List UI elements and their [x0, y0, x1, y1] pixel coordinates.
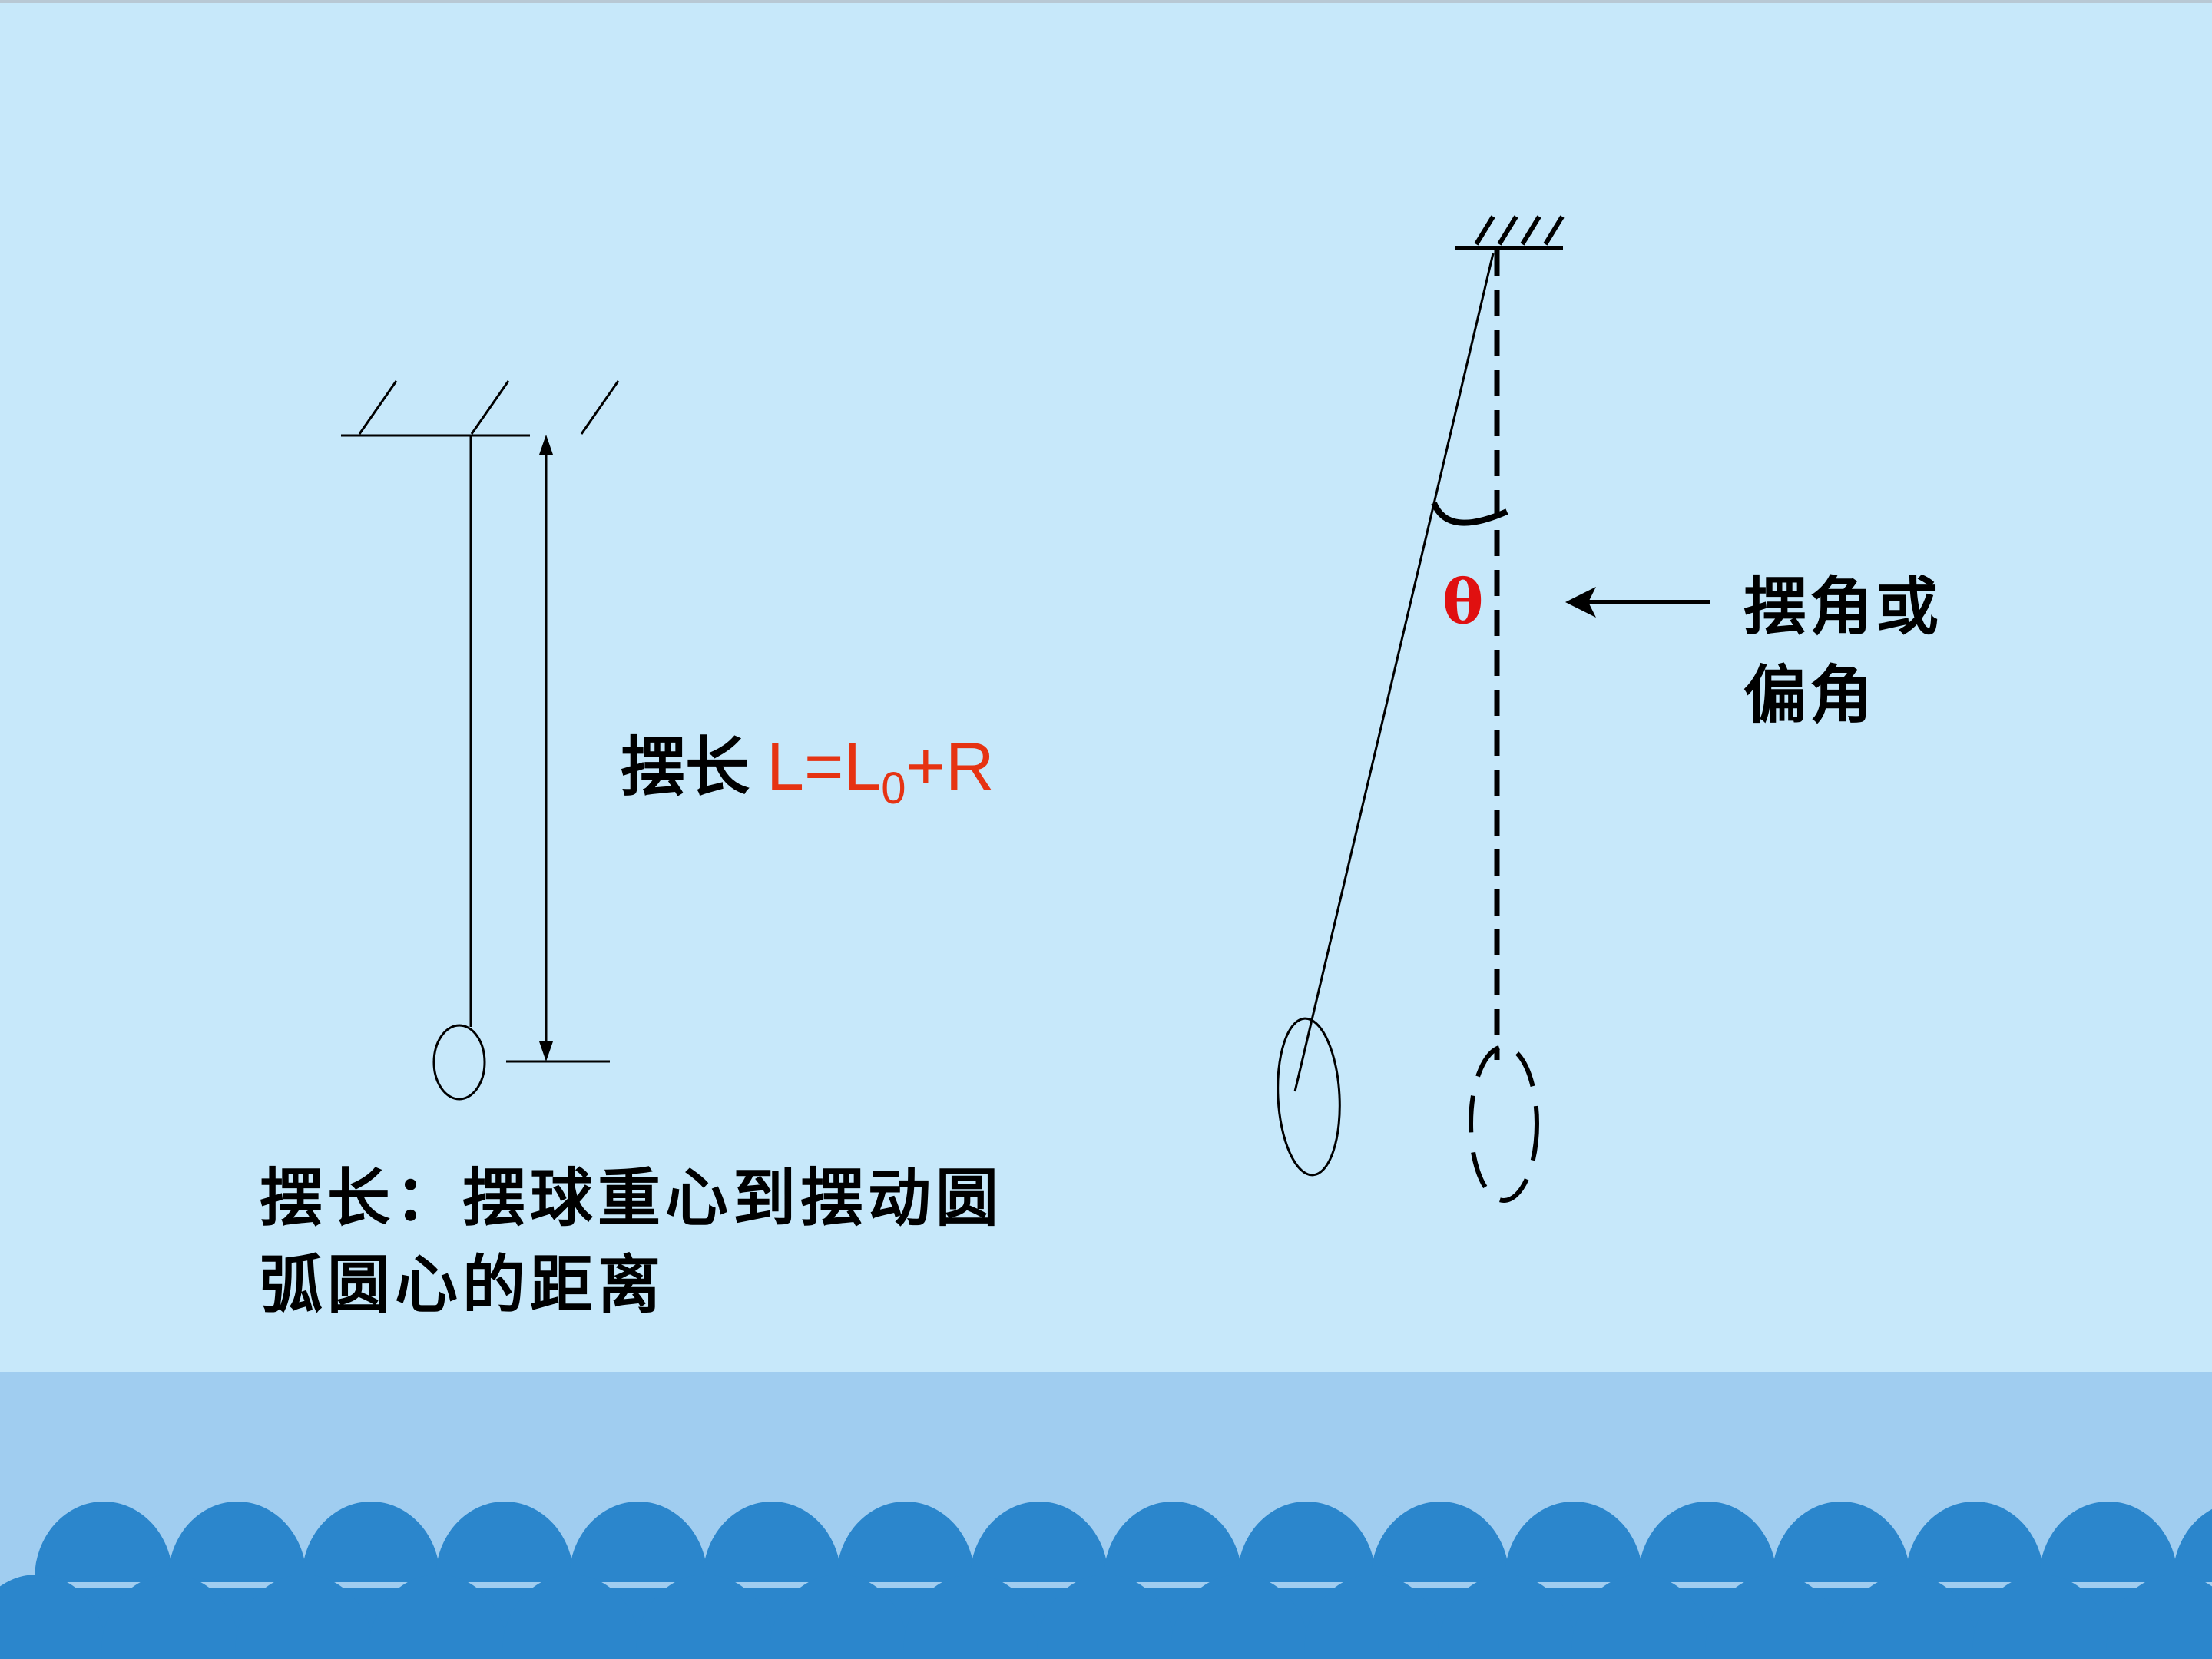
swung-string — [1293, 253, 1495, 1092]
wave-scallop — [636, 1575, 774, 1659]
wave-scallop — [903, 1575, 1041, 1659]
wave-scallop — [235, 1575, 373, 1659]
length-formula: L=L0+R — [767, 728, 995, 813]
formula-main: L=L — [767, 728, 882, 804]
wave-scallop — [1438, 1575, 1576, 1659]
right-hatch-4 — [1543, 215, 1565, 246]
left-hatch-2 — [470, 380, 510, 435]
right-hatch-1 — [1474, 215, 1495, 246]
wave-scallop — [502, 1575, 641, 1659]
left-hatch-3 — [580, 380, 620, 435]
definition-line-2: 弧圆心的距离 — [260, 1248, 666, 1322]
wave-scallop — [2106, 1575, 2212, 1659]
formula-subscript: 0 — [881, 763, 906, 813]
swinging-pendulum — [1277, 215, 1710, 1203]
angle-label-line-2: 偏角 — [1743, 658, 1876, 732]
wave-scallop — [369, 1575, 507, 1659]
wave-scallop — [1972, 1575, 2111, 1659]
angle-arc — [1431, 502, 1508, 526]
definition-line-1: 摆长：摆球重心到摆动圆 — [260, 1161, 1004, 1235]
length-arrow-bottom-head — [539, 1041, 553, 1061]
wave-scallop — [1037, 1575, 1175, 1659]
wave-scallop — [1839, 1575, 1977, 1659]
wave-scallop — [1571, 1575, 1710, 1659]
length-label-text: 摆长 — [621, 729, 750, 805]
wave-scallop — [1304, 1575, 1442, 1659]
left-hatch-1 — [358, 380, 398, 435]
wave-scallop — [0, 1575, 106, 1659]
right-hatch-2 — [1497, 215, 1518, 246]
wave-row-front — [0, 1575, 2212, 1659]
angle-pointer-head — [1565, 587, 1596, 618]
right-hatch-3 — [1520, 215, 1541, 246]
theta-symbol: θ — [1442, 565, 1484, 637]
swung-bob — [1277, 1017, 1341, 1177]
left-bob — [432, 1024, 486, 1101]
top-border — [0, 0, 2212, 3]
formula-rest: +R — [906, 728, 995, 804]
wave-scallop — [1171, 1575, 1309, 1659]
angle-label-line-1: 摆角或 — [1743, 570, 1942, 644]
wave-scallop — [101, 1575, 240, 1659]
wave-scallop — [1705, 1575, 1843, 1659]
rest-bob-dashed — [1469, 1045, 1539, 1203]
wave-scallop — [770, 1575, 908, 1659]
simple-pendulum — [341, 380, 620, 1101]
length-arrow-top-head — [539, 435, 553, 455]
